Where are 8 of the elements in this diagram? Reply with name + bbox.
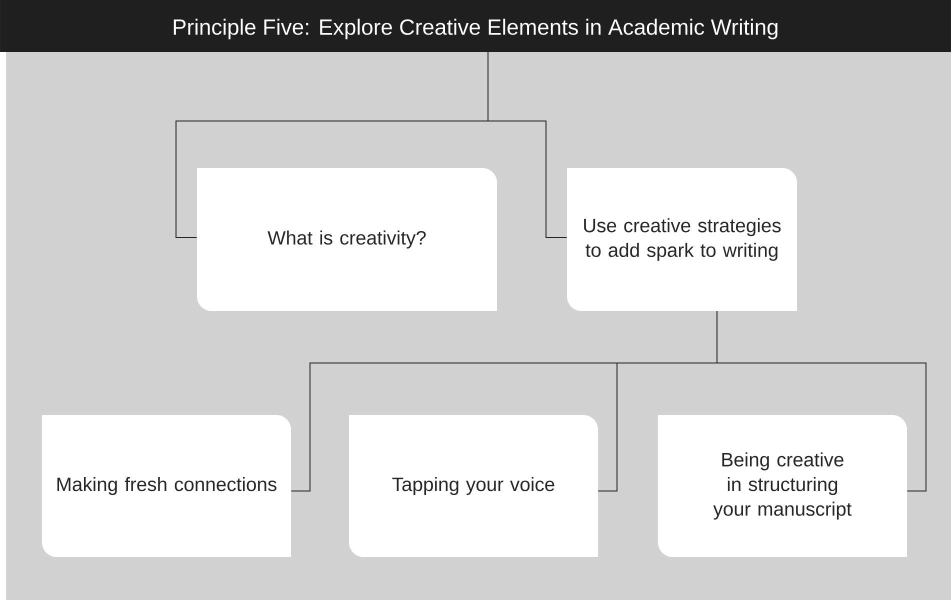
title-bar: Principle Five: Explore Creative Elements in Academic Writing [0, 0, 951, 52]
topic-box: What is creativity? [197, 168, 497, 311]
topic-box: Use creative strategies to add spark to writing [567, 168, 797, 311]
topic-box: Being creative in structuring your manuscript [658, 415, 907, 557]
connector [716, 310, 926, 492]
topic-box: Making fresh connections [42, 415, 291, 557]
connector [488, 52, 568, 238]
topic-box: Tapping your voice [349, 415, 598, 557]
